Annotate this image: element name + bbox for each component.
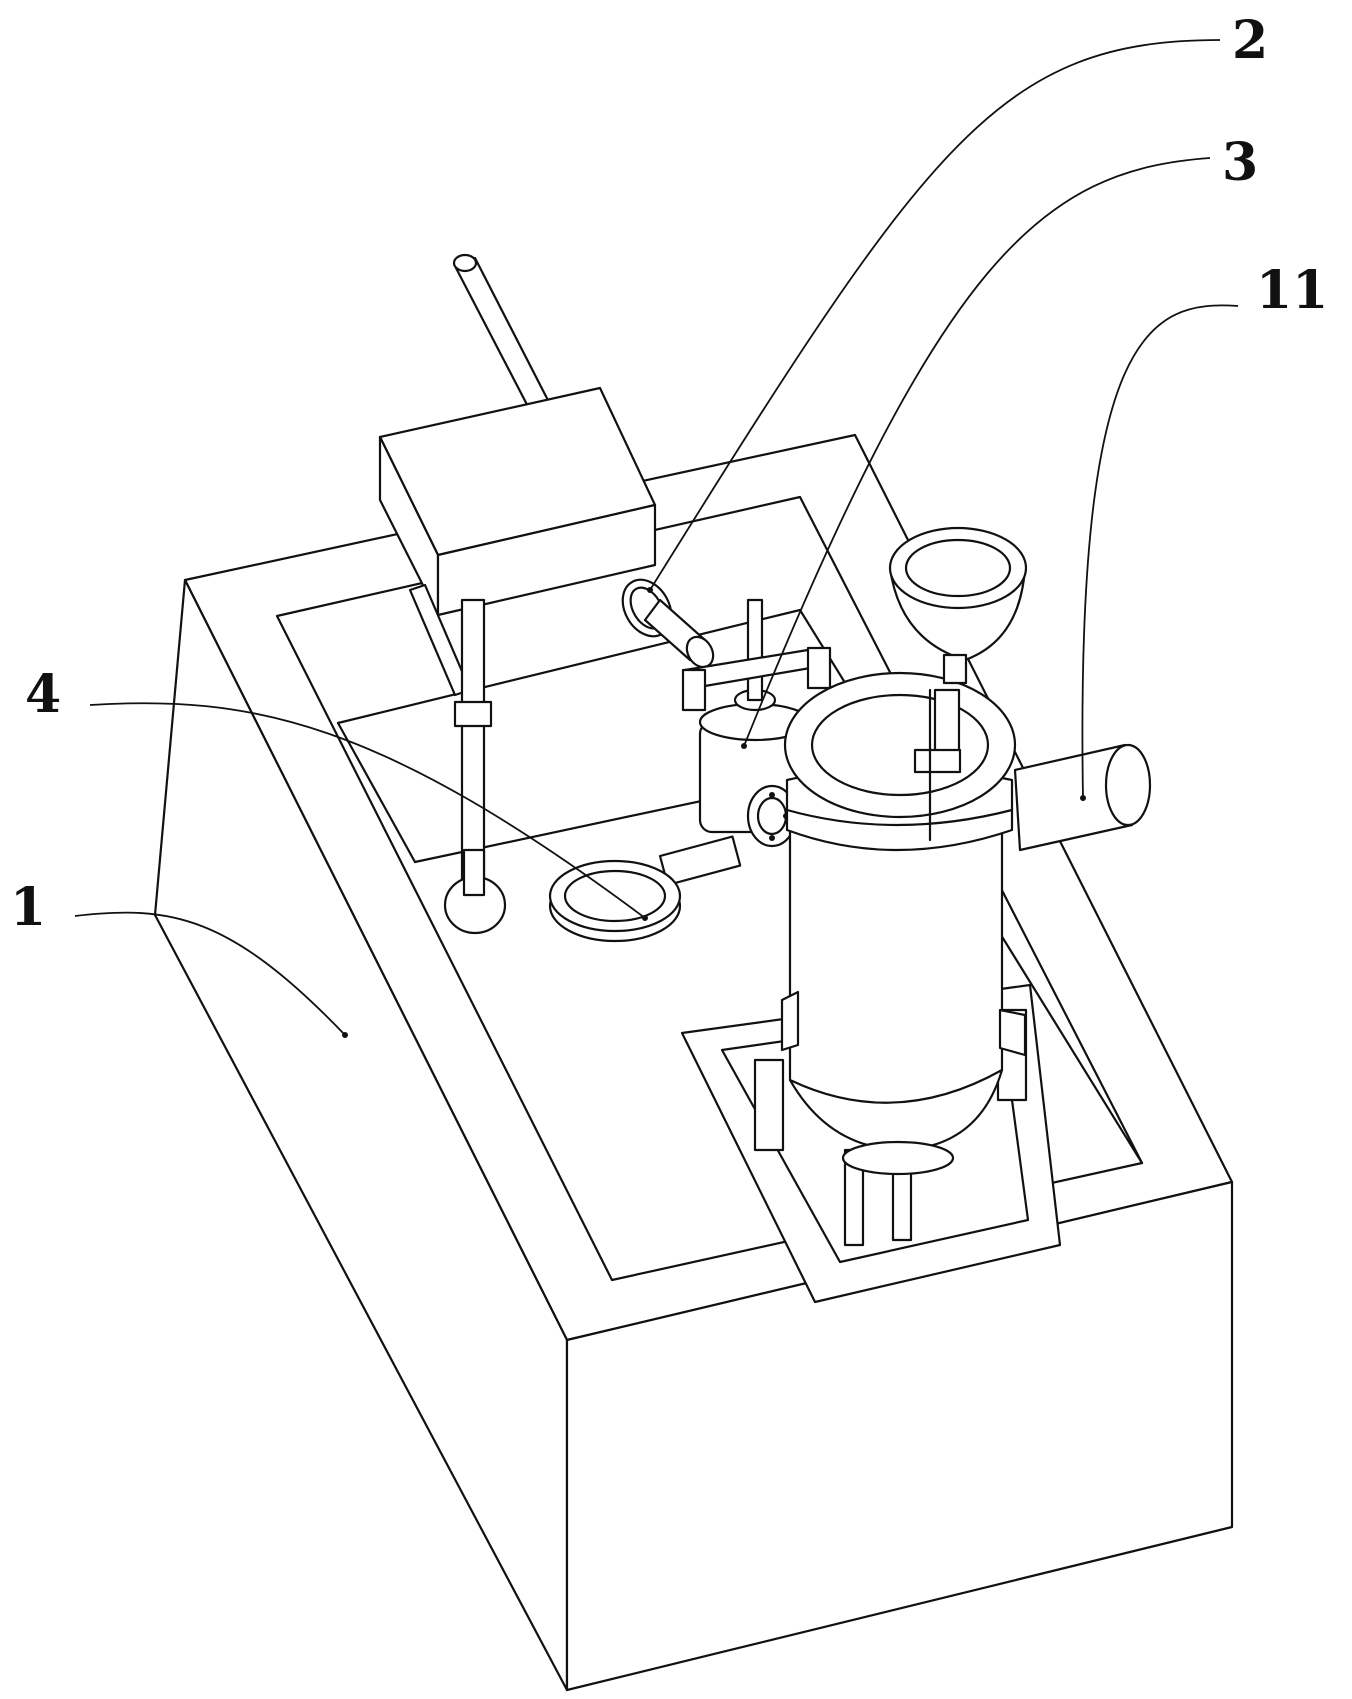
label-1: 1: [10, 877, 46, 938]
control-box-side: [436, 503, 657, 617]
valve-body-3: [681, 598, 832, 848]
label-11: 11: [1256, 260, 1328, 321]
leader-2: [649, 39, 1221, 591]
rod-cap: [452, 253, 478, 273]
pipe-fitting-2: [621, 578, 715, 669]
leader-1: [74, 911, 346, 1036]
label-4: 4: [25, 664, 61, 725]
label-3: 3: [1222, 132, 1258, 193]
base-box: [153, 433, 1234, 1692]
leader-lines: [74, 39, 1239, 1038]
leader-4: [89, 702, 646, 919]
cylinder-tank: [680, 671, 1152, 1304]
leader-3: [743, 157, 1211, 747]
funnel-cup: [888, 526, 1028, 842]
leader-11: [1081, 304, 1239, 799]
label-2: 2: [1232, 10, 1268, 71]
control-column: [378, 253, 657, 935]
